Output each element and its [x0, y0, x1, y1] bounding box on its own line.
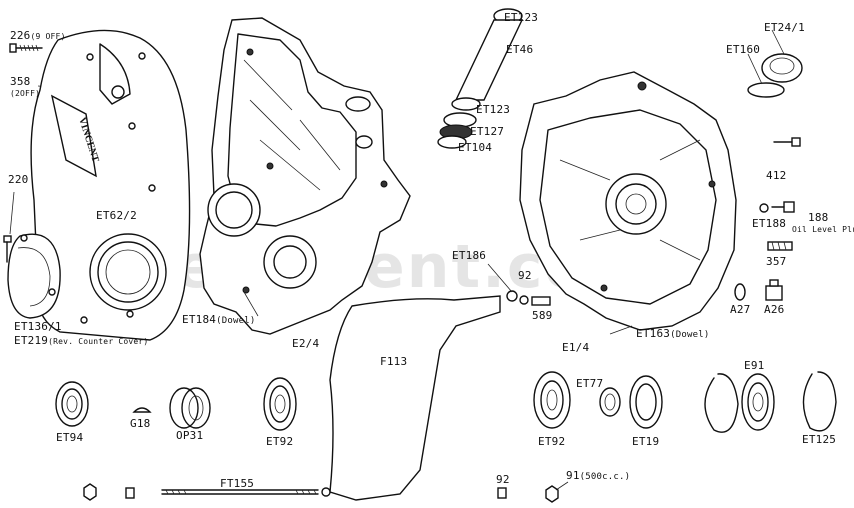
- label-a27: A27: [730, 303, 751, 316]
- label-et163: ET163(Dowel): [636, 327, 710, 341]
- label-et92-left: ET92: [266, 435, 294, 448]
- label-412: 412: [766, 169, 787, 182]
- bearing-et92-left-drawing: [263, 377, 297, 431]
- label-et62-2: ET62/2: [96, 209, 137, 222]
- bearing-et92-right-drawing: [533, 371, 571, 429]
- label-f113: F113: [380, 355, 408, 368]
- label-et160: ET160: [726, 43, 761, 56]
- label-et219: ET219(Rev. Counter Cover): [14, 334, 149, 347]
- label-220: 220: [8, 173, 29, 186]
- outer-cover-et62-drawing: VINCENT: [30, 29, 191, 341]
- cap-et24-drawing: [747, 53, 803, 98]
- oil-pump-op31-drawing: [169, 387, 211, 429]
- label-e1-4: E1/4: [562, 341, 590, 354]
- leader-lines: [243, 29, 785, 491]
- label-92-bottom: 92: [496, 473, 510, 486]
- label-ft155: FT155: [220, 477, 255, 490]
- tube-et46-drawing: [437, 8, 524, 149]
- label-et136-1: ET136/1: [14, 320, 62, 333]
- screw-220-drawing: [3, 191, 15, 263]
- label-et46: ET46: [506, 43, 534, 56]
- bolt-412-drawing: [773, 137, 801, 147]
- label-g18: G18: [130, 417, 151, 430]
- label-et188: ET188: [752, 217, 787, 230]
- key-g18-drawing: [132, 407, 152, 413]
- bearing-et94-drawing: [55, 381, 89, 427]
- circlip-et125-drawing: [802, 371, 837, 432]
- label-et24-1: ET24/1: [764, 21, 805, 34]
- circlip-left-drawing: [704, 373, 739, 433]
- plate-f113-drawing: [329, 295, 501, 501]
- bottom-nuts-drawing: [83, 483, 559, 503]
- crankcase-e1-drawing: [519, 71, 737, 331]
- label-226: 226(9 OFF): [10, 29, 66, 42]
- label-op31: OP31: [176, 429, 204, 442]
- small-parts-92-589-drawing: [506, 290, 551, 306]
- label-et186: ET186: [452, 249, 487, 262]
- label-et92-right: ET92: [538, 435, 566, 448]
- label-et94: ET94: [56, 431, 84, 444]
- label-589: 589: [532, 309, 553, 322]
- label-a26: A26: [764, 303, 785, 316]
- label-et104: ET104: [458, 141, 493, 154]
- label-et19: ET19: [632, 435, 660, 448]
- label-357: 357: [766, 255, 787, 268]
- stud-ft155-drawing: [161, 489, 319, 495]
- label-91: 91(500c.c.): [566, 469, 631, 483]
- label-e91: E91: [744, 359, 765, 372]
- label-92-mid: 92: [518, 269, 532, 282]
- crankcase-e2-drawing: [199, 17, 411, 335]
- label-188-note: Oil Level Plug: [792, 225, 854, 234]
- bearing-et19-drawing: [629, 375, 663, 429]
- label-e2-4: E2/4: [292, 337, 320, 350]
- label-et123-mid: ET123: [476, 103, 511, 116]
- label-188: 188: [808, 211, 829, 224]
- label-358: 358: [10, 75, 31, 88]
- label-et184: ET184(Dowel): [182, 313, 256, 327]
- stud-357-drawing: [767, 241, 793, 251]
- label-358-note: (2OFF): [10, 89, 41, 98]
- label-et127: ET127: [470, 125, 505, 138]
- gear-et77-drawing: [599, 387, 621, 417]
- label-et77: ET77: [576, 377, 604, 390]
- bolt-226-drawing: [9, 43, 43, 53]
- label-et123-top: ET123: [504, 11, 539, 24]
- plug-a26-drawing: [734, 279, 783, 301]
- bearing-e91-drawing: [741, 373, 775, 431]
- oil-level-plug-188-drawing: [759, 201, 795, 213]
- label-et125: ET125: [802, 433, 837, 446]
- rev-counter-cover-et136-drawing: [7, 233, 61, 319]
